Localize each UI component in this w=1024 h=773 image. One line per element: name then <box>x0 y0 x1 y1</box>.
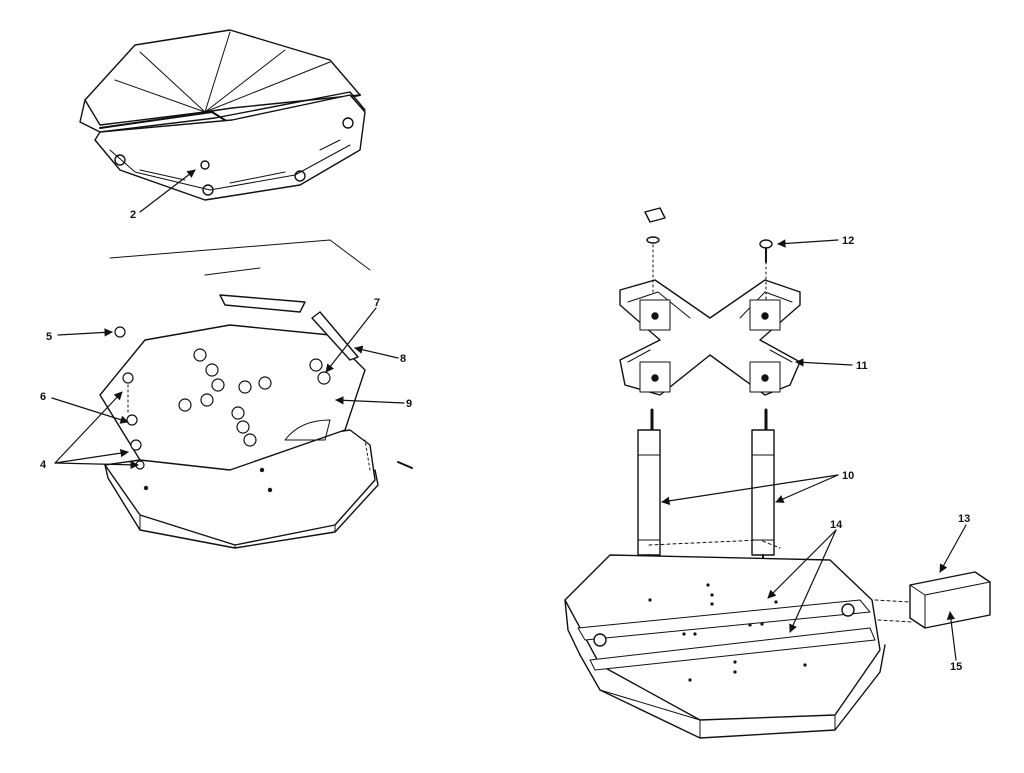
switch-box-part <box>874 571 991 629</box>
callout-11: 11 <box>856 360 868 372</box>
callout-4: 4 <box>40 459 47 471</box>
callout-12: 12 <box>842 235 854 247</box>
callout-10: 10 <box>842 470 854 482</box>
callout-7: 7 <box>374 297 380 309</box>
post-right-part <box>751 408 775 601</box>
cross-bracket-part <box>619 279 801 396</box>
base-platform-part <box>564 539 886 739</box>
callout-15: 15 <box>950 661 962 673</box>
callout-5: 5 <box>46 331 52 343</box>
bolt-part <box>759 239 773 301</box>
pin-cluster <box>114 326 331 470</box>
nut-washer-part <box>644 207 666 296</box>
callout-13: 13 <box>958 513 970 525</box>
callout-6: 6 <box>40 391 46 403</box>
callout-9: 9 <box>406 398 412 410</box>
callout-2: 2 <box>130 209 136 221</box>
top-cover-part <box>79 29 366 201</box>
callout-labels: 2 4 5 6 7 8 9 10 11 12 13 14 15 <box>40 209 970 673</box>
post-left-part <box>637 408 661 601</box>
wedge-part <box>219 294 359 361</box>
leader-lines <box>51 169 967 661</box>
base-plate-part <box>99 324 379 549</box>
callout-8: 8 <box>400 353 406 365</box>
callout-14: 14 <box>830 519 843 531</box>
